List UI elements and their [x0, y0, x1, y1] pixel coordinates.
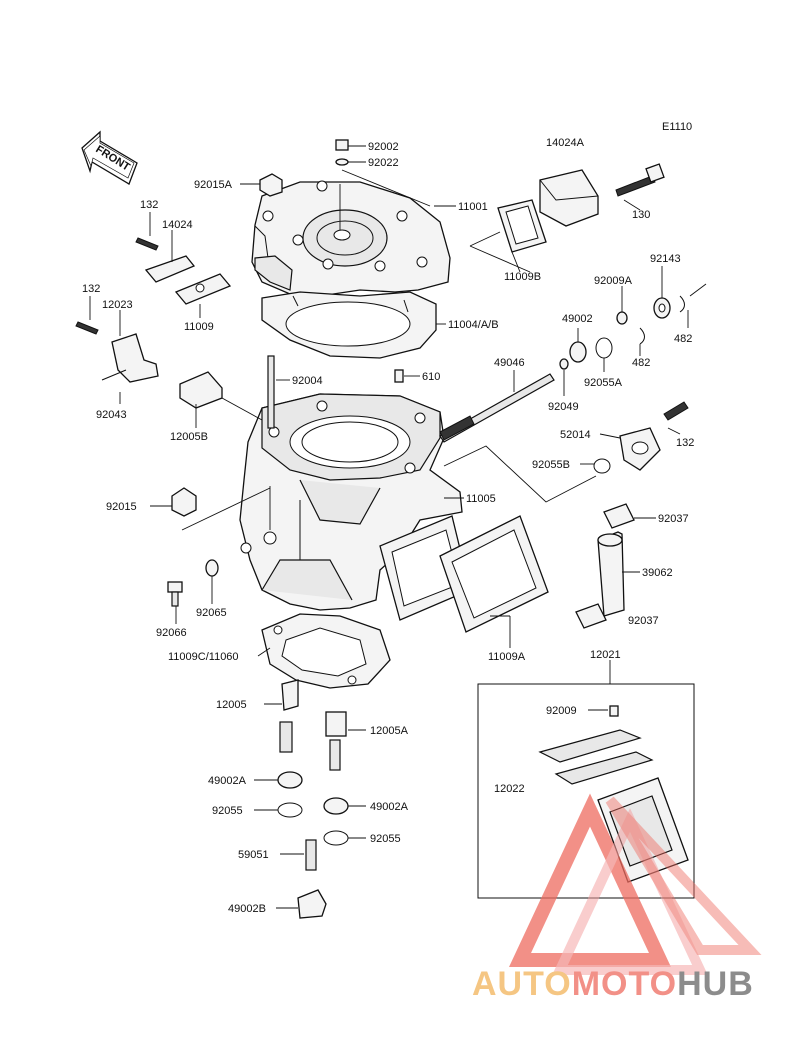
label-39062: 39062 — [642, 567, 673, 579]
label-49002: 49002 — [562, 313, 593, 325]
actuator-12005B-part — [179, 371, 223, 409]
label-92066: 92066 — [156, 627, 187, 639]
label-132-top: 132 — [140, 199, 158, 211]
label-92043: 92043 — [96, 409, 127, 421]
label-132-right: 132 — [676, 437, 694, 449]
label-92037-top: 92037 — [658, 513, 689, 525]
bolt-92066-part — [167, 559, 219, 607]
label-11004: 11004/A/B — [448, 319, 499, 331]
base-gasket-part — [261, 613, 391, 689]
label-11009A: 11009A — [488, 651, 526, 663]
label-49046: 49046 — [494, 357, 525, 369]
hose-39062-part — [575, 503, 635, 629]
actuator-lower-parts — [277, 679, 349, 919]
nut-92015-part — [171, 487, 197, 517]
label-11009: 11009 — [184, 321, 214, 333]
label-92055B: 92055B — [532, 459, 570, 471]
label-49002A-right: 49002A — [370, 801, 409, 813]
label-92055-right: 92055 — [370, 833, 401, 845]
label-92015A: 92015A — [194, 179, 233, 191]
label-52014: 52014 — [560, 429, 591, 441]
label-11009C: 11009C/11060 — [168, 651, 239, 663]
label-92009A: 92009A — [594, 275, 633, 287]
label-11001: 11001 — [458, 201, 488, 213]
watermark-hub: HUB — [677, 965, 754, 1003]
nut-92015A-part — [259, 173, 283, 197]
label-12005A: 12005A — [370, 725, 409, 737]
watermark-logo: AUTOMOTOHUB — [472, 793, 762, 1003]
label-12005: 12005 — [216, 699, 247, 711]
label-92055-left: 92055 — [212, 805, 243, 817]
label-92022: 92022 — [368, 157, 399, 169]
dowel-610-part — [394, 369, 404, 383]
cover-14024A-part — [497, 169, 599, 253]
cylinder-head-part — [251, 180, 451, 297]
cylinder-part — [239, 393, 463, 611]
label-92143: 92143 — [650, 253, 681, 265]
label-14024: 14024 — [162, 219, 193, 231]
part-labels: 92002 92022 92015A 11001 14024A 130 132 … — [82, 137, 694, 915]
bolt-92002-part — [335, 139, 349, 166]
label-92037-bottom: 92037 — [628, 615, 659, 627]
label-12005B: 12005B — [170, 431, 208, 443]
label-482-right: 482 — [674, 333, 692, 345]
watermark-moto: MOTO — [572, 965, 677, 1003]
bracket-12023-part — [101, 333, 159, 383]
label-12022: 12022 — [494, 783, 525, 795]
label-92015: 92015 — [106, 501, 137, 513]
label-92049: 92049 — [548, 401, 579, 413]
fitting-52014-part — [593, 401, 689, 474]
watermark-auto: AUTO — [472, 965, 572, 1003]
label-610: 610 — [422, 371, 440, 383]
label-11009B: 11009B — [504, 271, 541, 283]
head-gasket-part — [261, 291, 437, 359]
label-482-left: 482 — [632, 357, 650, 369]
label-130: 130 — [632, 209, 650, 221]
svg-text:AUTOMOTOHUB: AUTOMOTOHUB — [472, 965, 754, 1003]
label-92002: 92002 — [368, 141, 399, 153]
label-92055A: 92055A — [584, 377, 623, 389]
plate-14024-part — [144, 255, 232, 305]
label-132-left: 132 — [82, 283, 100, 295]
label-92009: 92009 — [546, 705, 577, 717]
label-14024A: 14024A — [546, 137, 585, 149]
bolt-130-part — [615, 163, 665, 197]
label-49002A-left: 49002A — [208, 775, 247, 787]
label-12023: 12023 — [102, 299, 133, 311]
label-59051: 59051 — [238, 849, 269, 861]
bolt-132-part — [75, 237, 159, 335]
reed-gasket-part — [379, 515, 549, 633]
leader-lines — [89, 145, 707, 909]
label-49002B: 49002B — [228, 903, 266, 915]
reed-valve-box — [477, 683, 695, 899]
stud-92004-part — [267, 355, 275, 429]
label-11005: 11005 — [466, 493, 496, 505]
diagram-code: E1110 — [662, 121, 692, 133]
label-12021: 12021 — [590, 649, 621, 661]
front-arrow-icon: FRONT — [81, 130, 138, 185]
rod-49046-part — [439, 373, 555, 443]
label-92065: 92065 — [196, 607, 227, 619]
label-92004: 92004 — [292, 375, 323, 387]
small-parts-right — [559, 295, 685, 370]
